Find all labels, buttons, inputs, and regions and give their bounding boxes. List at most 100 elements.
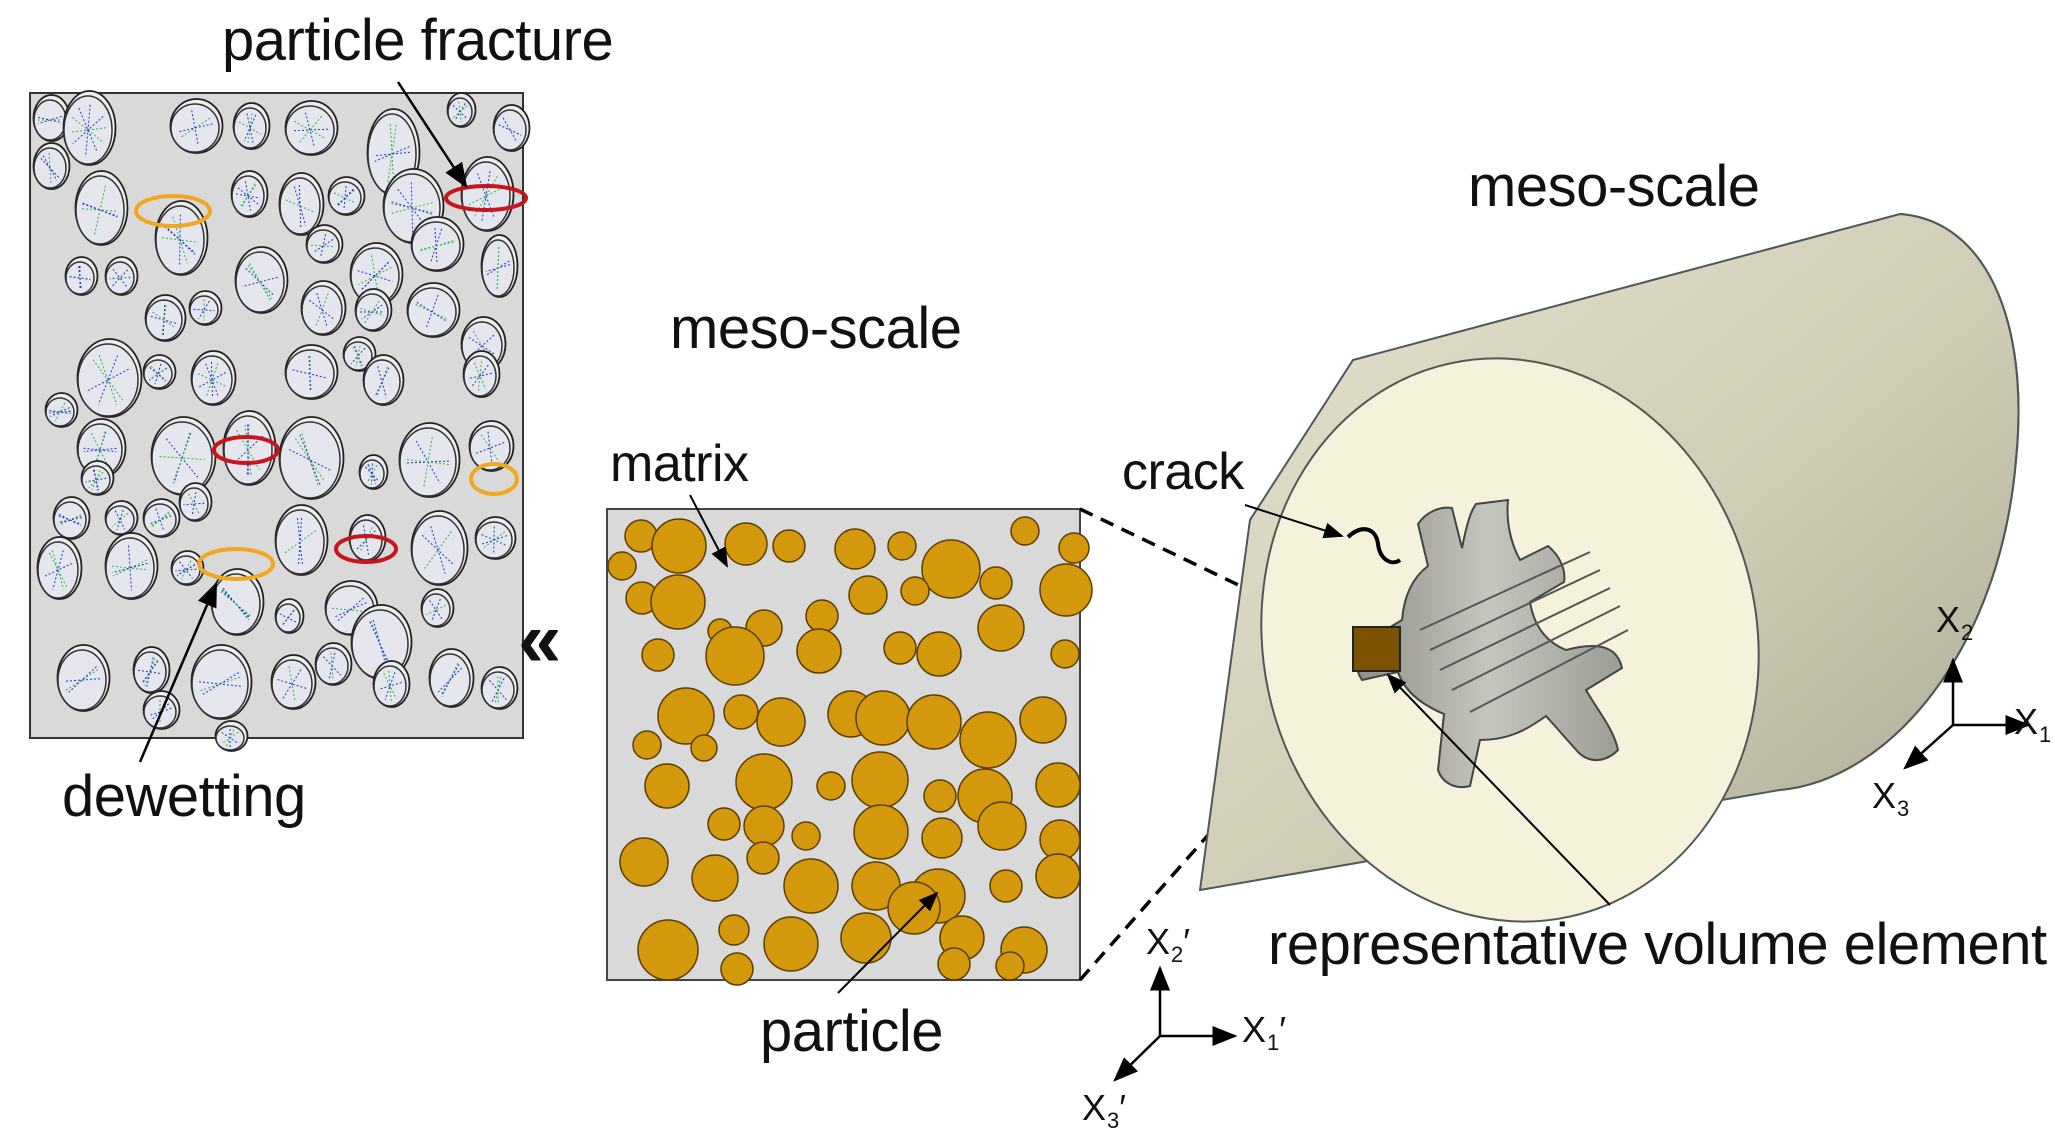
deformed-particle xyxy=(278,172,325,236)
rve-particle xyxy=(763,916,819,972)
deformed-particle xyxy=(132,646,171,694)
deformed-particle xyxy=(480,234,519,298)
rve-particle xyxy=(796,628,842,674)
local-axis-x1-label: X1′ xyxy=(1242,1009,1287,1055)
deformed-particle xyxy=(274,598,305,634)
deformed-particle xyxy=(270,654,317,710)
deformed-particle xyxy=(468,420,515,472)
rve-particle xyxy=(724,522,768,566)
zoom-arrow: « xyxy=(518,595,561,683)
dewetting-highlight xyxy=(469,462,519,496)
rve-particle xyxy=(783,858,839,914)
deformed-particle xyxy=(480,666,519,710)
deformed-particle xyxy=(372,660,411,708)
particle-pointer xyxy=(837,891,939,994)
deformed-particle xyxy=(56,644,111,712)
rve-particle xyxy=(977,604,1025,652)
rve-particle xyxy=(644,763,690,809)
rve-particle xyxy=(651,518,707,574)
rve-particle xyxy=(921,817,963,859)
rve-particle xyxy=(916,631,962,677)
deformed-particle xyxy=(234,246,289,314)
deformed-particle xyxy=(188,290,223,326)
rve-particles xyxy=(607,516,1093,986)
rve-particle xyxy=(937,947,971,981)
rve-particle xyxy=(756,697,806,747)
rve-particle xyxy=(723,694,759,730)
rve-particle xyxy=(834,528,876,570)
deformed-particle xyxy=(144,294,187,342)
meso-scale-label-right: meso-scale xyxy=(1468,154,1760,219)
deformed-particle xyxy=(32,94,71,142)
rve-particle xyxy=(637,919,699,981)
rve-particle xyxy=(923,779,957,813)
rve-particle xyxy=(883,631,917,665)
deformed-particle xyxy=(104,532,159,600)
rve-particle xyxy=(791,821,821,851)
rve-particle xyxy=(979,566,1013,600)
particle-fracture-label: particle fracture xyxy=(222,8,614,73)
deformed-particle xyxy=(278,416,345,500)
deformed-particle xyxy=(362,354,405,406)
rve-particle xyxy=(707,807,741,841)
deformed-particle xyxy=(300,280,347,336)
rve-particle xyxy=(720,952,754,986)
crack-pointer xyxy=(1244,504,1344,539)
deformed-particle xyxy=(210,568,265,636)
rve-pointer xyxy=(1386,673,1611,906)
rve-particle xyxy=(1058,532,1090,564)
rve-particle xyxy=(840,912,892,964)
deformed-particle xyxy=(214,720,249,752)
deformed-particles xyxy=(32,90,531,752)
rve-particle xyxy=(1035,762,1081,808)
deformed-particle xyxy=(154,200,209,276)
rve-particle xyxy=(705,626,765,686)
deformed-particle xyxy=(32,142,71,190)
deformed-particle xyxy=(76,338,143,418)
deformed-particle xyxy=(62,90,117,166)
star-perforation xyxy=(1355,498,1624,788)
deformed-particle xyxy=(44,392,79,428)
deformed-particle xyxy=(410,510,469,586)
matrix-pointer xyxy=(689,494,728,568)
local-axis-x3-label: X3′ xyxy=(1082,1087,1127,1133)
deformed-particle xyxy=(190,644,253,720)
rve-particle xyxy=(855,690,911,746)
rve-particle xyxy=(887,531,917,561)
particle-label: particle xyxy=(760,999,943,1064)
dewetting-highlight xyxy=(134,194,212,228)
deformed-particle xyxy=(406,282,461,338)
rve-particle xyxy=(632,730,662,760)
deformed-particle xyxy=(428,648,475,708)
rve-particle xyxy=(1050,639,1080,669)
rve-particle xyxy=(848,575,888,615)
rve-particle xyxy=(989,869,1023,903)
global-axes xyxy=(1903,657,2031,770)
rve-particle xyxy=(921,539,981,599)
rve-particle xyxy=(977,801,1027,851)
rve-label: representative volume element xyxy=(1268,912,2047,977)
rve-particle xyxy=(851,751,909,809)
deformed-particle xyxy=(74,170,129,246)
dewetting-pointer xyxy=(138,581,218,763)
rve-particle xyxy=(657,687,715,745)
deformed-particle xyxy=(314,642,353,686)
cylinder-grain xyxy=(1198,212,2020,923)
meso-scale-label-middle: meso-scale xyxy=(670,296,962,361)
rve-particle xyxy=(995,951,1025,981)
rve-particle xyxy=(718,914,750,946)
rve-panel xyxy=(606,494,1093,994)
deformed-particle xyxy=(410,216,465,272)
local-axis-x2-label: X2′ xyxy=(1146,921,1191,967)
axis-x1-label: X1 xyxy=(2014,701,2052,747)
rve-particle xyxy=(641,638,675,672)
deformed-particle xyxy=(342,336,377,372)
deformed-particle xyxy=(36,536,83,600)
rve-particle xyxy=(772,529,806,563)
rve-particle xyxy=(650,574,706,630)
rve-particle xyxy=(607,551,637,581)
rve-particle xyxy=(1019,696,1067,744)
rve-particle xyxy=(690,734,718,762)
deformed-particle xyxy=(190,350,237,406)
